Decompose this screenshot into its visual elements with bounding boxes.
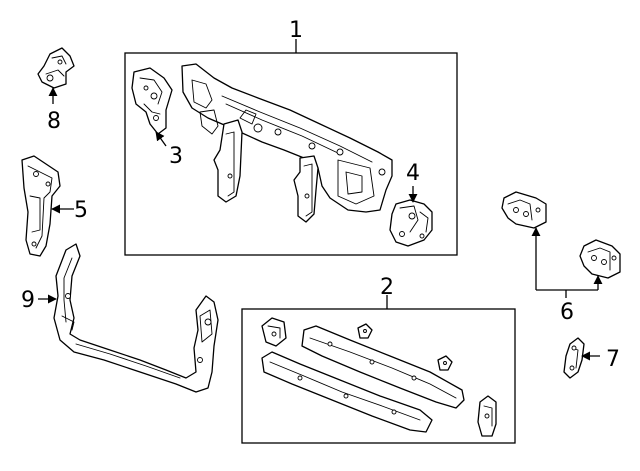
part-4-bracket: 4 [389, 161, 433, 247]
center-support-left [213, 119, 243, 203]
callout-2: 2 [380, 275, 394, 300]
center-support-right [293, 155, 319, 223]
callout-1: 1 [289, 18, 303, 43]
radiator-support-main-panel [181, 63, 393, 213]
group-box-1: 1 [124, 18, 458, 256]
clip-small-1 [357, 323, 373, 339]
callout-4: 4 [406, 161, 420, 186]
part-3-bracket: 3 [131, 67, 183, 169]
callout-3: 3 [169, 144, 183, 169]
lower-tie-bar [261, 351, 433, 433]
part-7-bracket: 7 [563, 337, 620, 379]
part-6-leaders: 6 [531, 227, 603, 325]
callout-5: 5 [74, 198, 88, 223]
callout-6: 6 [560, 300, 574, 325]
group-box-2: 2 [241, 275, 516, 444]
part-5-side-panel: 5 [21, 155, 88, 257]
upper-tie-bar [301, 325, 465, 409]
part-6-hinge-upper [501, 191, 547, 229]
callout-8: 8 [47, 109, 61, 134]
part-9-lower-tie-bar: 9 [21, 243, 219, 393]
part-8-bracket: 8 [37, 47, 75, 134]
callout-9: 9 [21, 288, 35, 313]
callout-7: 7 [606, 347, 620, 372]
bracket-small-left [261, 317, 287, 347]
bracket-small-right [477, 395, 497, 437]
clip-small-2 [437, 355, 453, 371]
part-6-hinge-lower [579, 239, 621, 279]
